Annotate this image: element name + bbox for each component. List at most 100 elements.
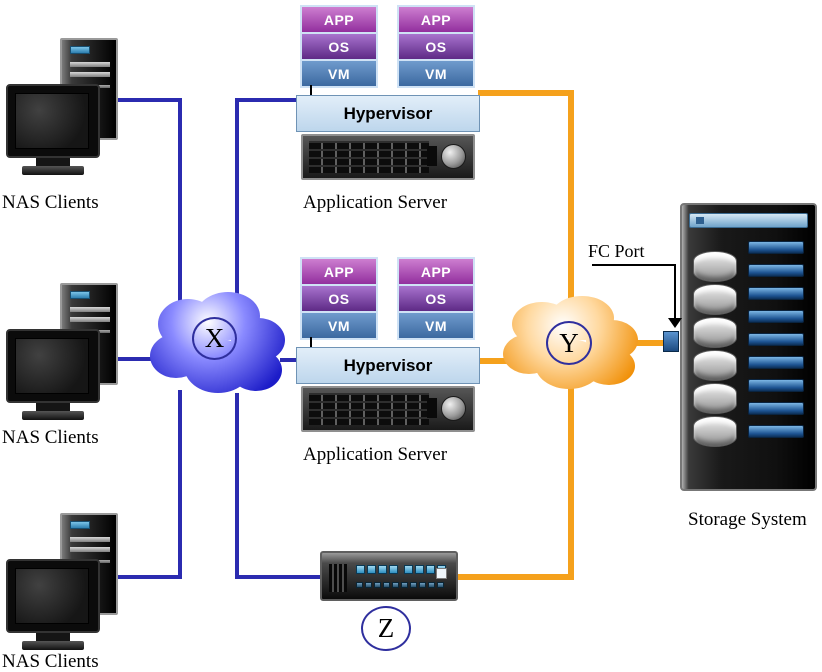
monitor-base-icon [22, 641, 84, 650]
drive-slot-icon [748, 425, 804, 438]
fc-port-callout-line [592, 264, 676, 266]
drive-slot-icon [748, 310, 804, 323]
drive-slot-icon [748, 287, 804, 300]
node-x: X [192, 317, 237, 360]
disk-stack-icon [693, 251, 739, 449]
monitor-icon [6, 84, 100, 158]
drive-slot-icon [748, 379, 804, 392]
vm-os-layer: OS [399, 34, 473, 59]
drive-slot-icon [748, 356, 804, 369]
fc-port-label: FC Port [588, 241, 645, 261]
san-link-segment [628, 340, 666, 346]
dip-switch-row-icon [356, 582, 444, 588]
drive-slot-icon [748, 241, 804, 254]
disk-icon [693, 317, 737, 348]
vent-grille-icon [309, 141, 429, 173]
drive-slot-icon [748, 333, 804, 346]
vm-stack: APP OS VM [300, 5, 378, 88]
hypervisor-bar: Hypervisor [296, 95, 480, 132]
server-chassis-icon [301, 386, 475, 432]
san-link-segment [568, 90, 574, 308]
screen-icon [15, 338, 89, 394]
monitor-stand-icon [36, 633, 70, 641]
lan-link-segment [114, 98, 180, 102]
vm-layer: VM [399, 313, 473, 338]
vent-grille-icon [329, 564, 347, 592]
lan-link-segment [178, 390, 182, 579]
vm-stack: APP OS VM [397, 5, 475, 88]
vm-layer: VM [302, 61, 376, 86]
drive-bay-icon [70, 547, 110, 552]
drive-bay-icon [70, 307, 110, 312]
node-y: Y [546, 321, 592, 365]
san-link-segment [478, 358, 508, 364]
monitor-icon [6, 559, 100, 633]
lan-link-segment [280, 358, 298, 362]
power-led-icon [70, 46, 90, 54]
rack-top-panel-icon [689, 213, 808, 228]
drive-bay-icon [70, 537, 110, 542]
san-link-segment [478, 90, 572, 96]
app-server-label-2: Application Server [303, 444, 448, 465]
network-device-z [320, 551, 458, 601]
port-group-icon [356, 565, 398, 574]
node-z: Z [361, 606, 411, 651]
storage-system-label: Storage System [688, 509, 807, 530]
vm-layer: VM [399, 61, 473, 86]
app-server-2: APP OS VM APP OS VM Hypervisor [296, 257, 480, 433]
power-led-icon [70, 521, 90, 529]
connector-stub [310, 85, 312, 96]
screen-icon [15, 93, 89, 149]
app-server-1: APP OS VM APP OS VM Hypervisor [296, 5, 480, 181]
connector-stub [310, 337, 312, 348]
vm-os-layer: OS [399, 286, 473, 311]
vm-stack: APP OS VM [300, 257, 378, 340]
monitor-icon [6, 329, 100, 403]
drive-bay-icon [70, 317, 110, 322]
lan-link-segment [235, 98, 239, 306]
nas-clients-label-3: NAS Clients [2, 651, 99, 672]
vm-layer: VM [302, 313, 376, 338]
app-server-label-1: Application Server [303, 192, 448, 213]
drive-slot-icon [427, 398, 437, 418]
nas-clients-label-1: NAS Clients [2, 192, 99, 213]
drive-slot-icon [748, 264, 804, 277]
nas-client-1 [6, 38, 118, 178]
monitor-stand-icon [36, 158, 70, 166]
fc-port [663, 331, 679, 352]
vm-os-layer: OS [302, 34, 376, 59]
vm-stack: APP OS VM [397, 257, 475, 340]
lan-link-segment [235, 575, 322, 579]
vm-app-layer: APP [399, 7, 473, 32]
san-link-segment [568, 386, 574, 580]
drive-slot-icon [427, 146, 437, 166]
vent-grille-icon [309, 393, 429, 425]
storage-system [680, 203, 817, 491]
screen-icon [15, 568, 89, 624]
monitor-base-icon [22, 166, 84, 175]
disk-icon [693, 251, 737, 282]
drive-slot-icon [748, 402, 804, 415]
drive-slot-column [748, 241, 806, 448]
fc-port-callout-line [674, 264, 676, 319]
lan-link-segment [178, 98, 182, 306]
disk-icon [693, 383, 737, 414]
indicator-light-icon [436, 568, 447, 579]
drive-bay-icon [70, 72, 110, 77]
disk-icon [693, 416, 737, 447]
monitor-base-icon [22, 411, 84, 420]
san-link-segment [456, 574, 574, 580]
power-knob-icon [441, 396, 466, 421]
power-knob-icon [441, 144, 466, 169]
fc-port-arrowhead-icon [668, 318, 682, 328]
vm-app-layer: APP [399, 259, 473, 284]
disk-icon [693, 350, 737, 381]
vm-app-layer: APP [302, 7, 376, 32]
monitor-stand-icon [36, 403, 70, 411]
power-led-icon [70, 291, 90, 299]
disk-icon [693, 284, 737, 315]
server-chassis-icon [301, 134, 475, 180]
hypervisor-bar: Hypervisor [296, 347, 480, 384]
vm-os-layer: OS [302, 286, 376, 311]
